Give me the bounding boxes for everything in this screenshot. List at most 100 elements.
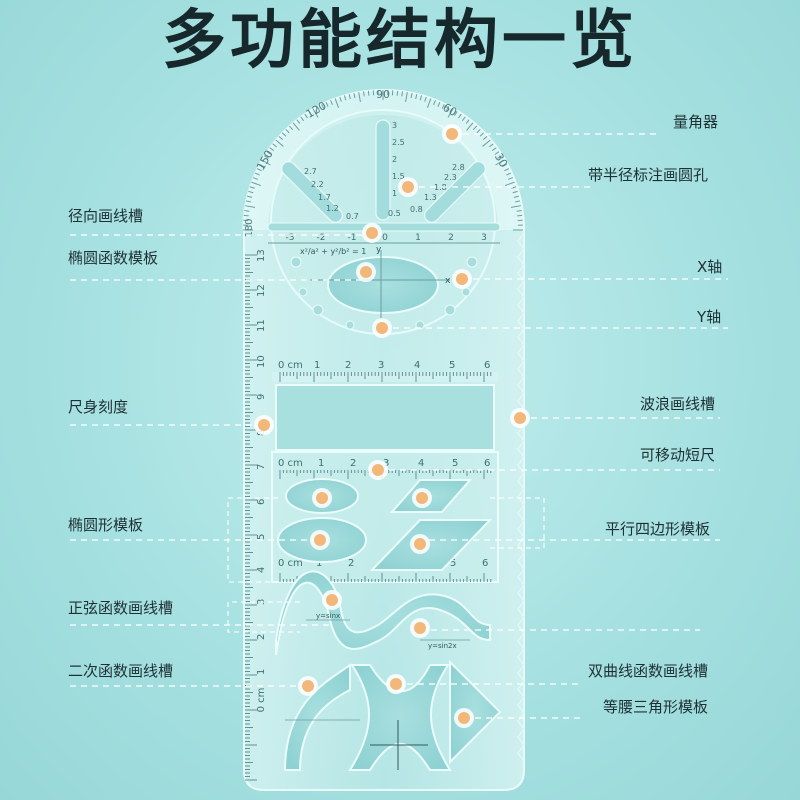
callout-marker-dot	[316, 492, 328, 504]
svg-text:2: 2	[392, 155, 397, 164]
svg-text:2: 2	[448, 233, 454, 243]
short-ruler-scale-top: 0 cm 1 2 3 4 5 6	[278, 458, 490, 469]
callout-marker-dot	[414, 622, 426, 634]
svg-text:10: 10	[256, 355, 267, 368]
wave-edge	[517, 224, 525, 762]
svg-text:6: 6	[482, 558, 488, 569]
svg-text:5: 5	[452, 458, 458, 469]
callout-marker-dot	[446, 128, 458, 140]
callout-hyperbola: 双曲线函数画线槽	[588, 662, 709, 680]
sine2-formula: y=sin2x	[428, 642, 457, 650]
radius-labels: 3 2.5 2 1.5 1 0.5 2.7 2.2 1.7 1.2 0.7 2.…	[304, 121, 465, 221]
svg-text:12: 12	[256, 284, 267, 297]
svg-text:-2: -2	[317, 233, 326, 243]
callout-marker-dot	[360, 266, 372, 278]
x-axis-ticks: -3 -2 -1 0 1 2 3	[286, 233, 487, 243]
svg-text:-3: -3	[286, 233, 295, 243]
callout-marker-dot	[376, 322, 388, 334]
wave-slot-window	[275, 384, 495, 451]
svg-text:0 cm: 0 cm	[256, 688, 267, 713]
callout-marker-dot	[366, 227, 378, 239]
svg-text:11: 11	[256, 319, 267, 332]
callout-marker-dot	[326, 594, 338, 606]
svg-text:0 cm: 0 cm	[278, 558, 303, 569]
callout-marker-dot	[514, 412, 526, 424]
radius-slots	[281, 119, 486, 223]
svg-text:1.3: 1.3	[424, 193, 437, 202]
svg-text:9: 9	[256, 394, 267, 400]
protractor-label: 90	[376, 88, 390, 101]
svg-text:1: 1	[314, 360, 320, 371]
svg-text:5: 5	[449, 360, 455, 371]
svg-text:5: 5	[256, 534, 267, 540]
svg-text:13: 13	[256, 249, 267, 262]
callout-marker-dot	[414, 538, 426, 550]
callout-x-axis: X轴	[697, 258, 723, 276]
svg-text:2: 2	[348, 558, 354, 569]
protractor-label: 30	[492, 151, 510, 170]
ellipse-function-cutout	[327, 256, 439, 314]
callout-protractor: 量角器	[673, 113, 719, 131]
svg-text:2.3: 2.3	[444, 173, 457, 182]
callout-triangle: 等腰三角形模板	[603, 698, 709, 716]
svg-text:4: 4	[414, 360, 420, 371]
protractor-label: 60	[440, 101, 459, 119]
callout-marker-dot	[302, 680, 314, 692]
svg-text:2.8: 2.8	[452, 163, 465, 172]
svg-text:3: 3	[392, 121, 397, 130]
svg-text:4: 4	[256, 567, 267, 573]
svg-text:1.8: 1.8	[434, 183, 447, 192]
svg-text:3: 3	[481, 233, 487, 243]
callout-marker-dot	[456, 273, 468, 285]
svg-text:1.5: 1.5	[392, 172, 405, 181]
protractor-label: 180	[244, 218, 255, 237]
svg-text:1.2: 1.2	[326, 204, 339, 213]
callout-parallelogram: 平行四边形模板	[605, 520, 711, 538]
svg-text:-1: -1	[348, 233, 357, 243]
svg-text:1: 1	[256, 669, 267, 675]
svg-text:3: 3	[383, 458, 389, 469]
radial-slot	[267, 222, 501, 232]
svg-text:2: 2	[256, 634, 267, 640]
svg-text:0.5: 0.5	[388, 209, 401, 218]
svg-text:0.8: 0.8	[410, 205, 423, 214]
callout-sine: 正弦函数画线槽	[68, 599, 174, 617]
parallelogram-template-large	[369, 519, 493, 571]
callout-marker-dot	[258, 419, 270, 431]
svg-text:3: 3	[378, 360, 384, 371]
svg-text:1: 1	[316, 558, 322, 569]
callout-ellipse-function: 椭圆函数模板	[68, 249, 159, 267]
callout-y-axis: Y轴	[697, 308, 722, 326]
callout-marker-dot	[458, 712, 470, 724]
svg-text:5: 5	[450, 558, 456, 569]
callout-marker-dot	[390, 678, 402, 690]
svg-text:1: 1	[392, 189, 397, 198]
protractor: 90 120 60 150 30 180	[242, 88, 524, 238]
top-ruler-scale: 0 cm 1 2 3 4 5 6	[278, 360, 490, 371]
svg-text:1: 1	[318, 458, 324, 469]
svg-text:6: 6	[484, 458, 490, 469]
svg-text:4: 4	[418, 458, 424, 469]
svg-text:2: 2	[350, 458, 356, 469]
svg-text:2.5: 2.5	[392, 138, 405, 147]
svg-text:2: 2	[345, 360, 351, 371]
ellipse-formula: x²/a² + y²/b² = 1	[300, 247, 366, 256]
y-axis-label: y	[376, 245, 382, 255]
svg-text:0: 0	[382, 233, 388, 243]
svg-text:1: 1	[415, 233, 421, 243]
leader-lines	[70, 133, 728, 719]
callout-wave: 波浪画线槽	[640, 395, 716, 413]
svg-text:0 cm: 0 cm	[278, 360, 303, 371]
svg-text:6: 6	[484, 360, 490, 371]
callout-marker-dot	[402, 181, 414, 193]
svg-text:2.7: 2.7	[304, 167, 317, 176]
x-axis-label: x	[445, 276, 451, 286]
callout-scale: 尺身刻度	[68, 398, 129, 416]
callout-short-ruler: 可移动短尺	[640, 446, 716, 464]
svg-text:0.7: 0.7	[346, 212, 359, 221]
callout-radius-holes: 带半径标注画圆孔	[588, 166, 709, 184]
sine-formula: y=sinx	[316, 612, 340, 620]
callout-marker-dot	[372, 464, 384, 476]
svg-text:6: 6	[256, 499, 267, 505]
